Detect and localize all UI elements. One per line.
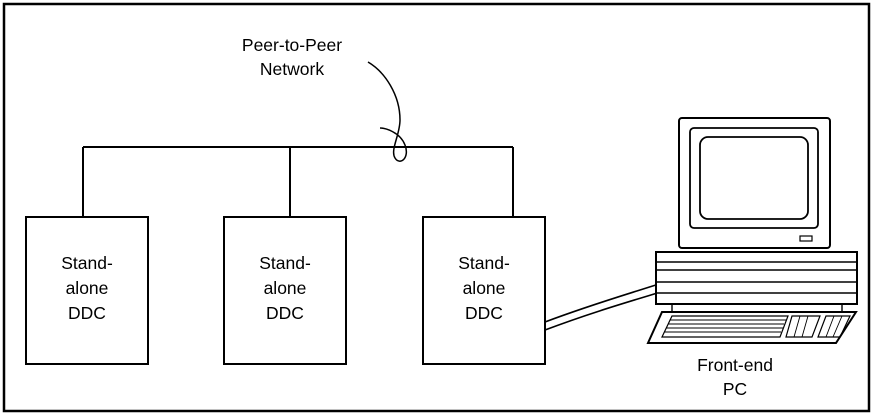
ddc-box-1: Stand- alone DDC [25, 216, 149, 365]
pc-label-line1: Front-end [697, 355, 773, 375]
ddc-3-line3: DDC [465, 303, 503, 323]
ddc-2-line1: Stand- [259, 253, 311, 273]
network-label-line2: Network [260, 59, 324, 79]
front-end-pc-icon [646, 117, 858, 344]
network-label-line1: Peer-to-Peer [242, 35, 342, 55]
ddc-box-1-border [25, 216, 149, 365]
ddc-3-line1: Stand- [458, 253, 510, 273]
network-bus [82, 146, 514, 217]
ddc-2-line2: alone [264, 278, 307, 298]
ddc-box-2-border [223, 216, 347, 365]
ddc-1-line3: DDC [68, 303, 106, 323]
ddc-1-line2: alone [66, 278, 109, 298]
ddc-1-line1: Stand- [61, 253, 113, 273]
pc-cable [544, 282, 665, 331]
ddc-3-line2: alone [463, 278, 506, 298]
ddc-box-2: Stand- alone DDC [223, 216, 347, 365]
monitor-power-button [799, 235, 813, 242]
pc-label-line2: PC [723, 379, 747, 399]
network-callout-line [367, 61, 407, 162]
keyboard [646, 311, 858, 344]
ddc-box-3-border [422, 216, 546, 365]
pc-base-unit [655, 251, 858, 305]
ddc-box-3: Stand- alone DDC [422, 216, 546, 365]
monitor-screen [699, 136, 809, 220]
ddc-2-line3: DDC [266, 303, 304, 323]
